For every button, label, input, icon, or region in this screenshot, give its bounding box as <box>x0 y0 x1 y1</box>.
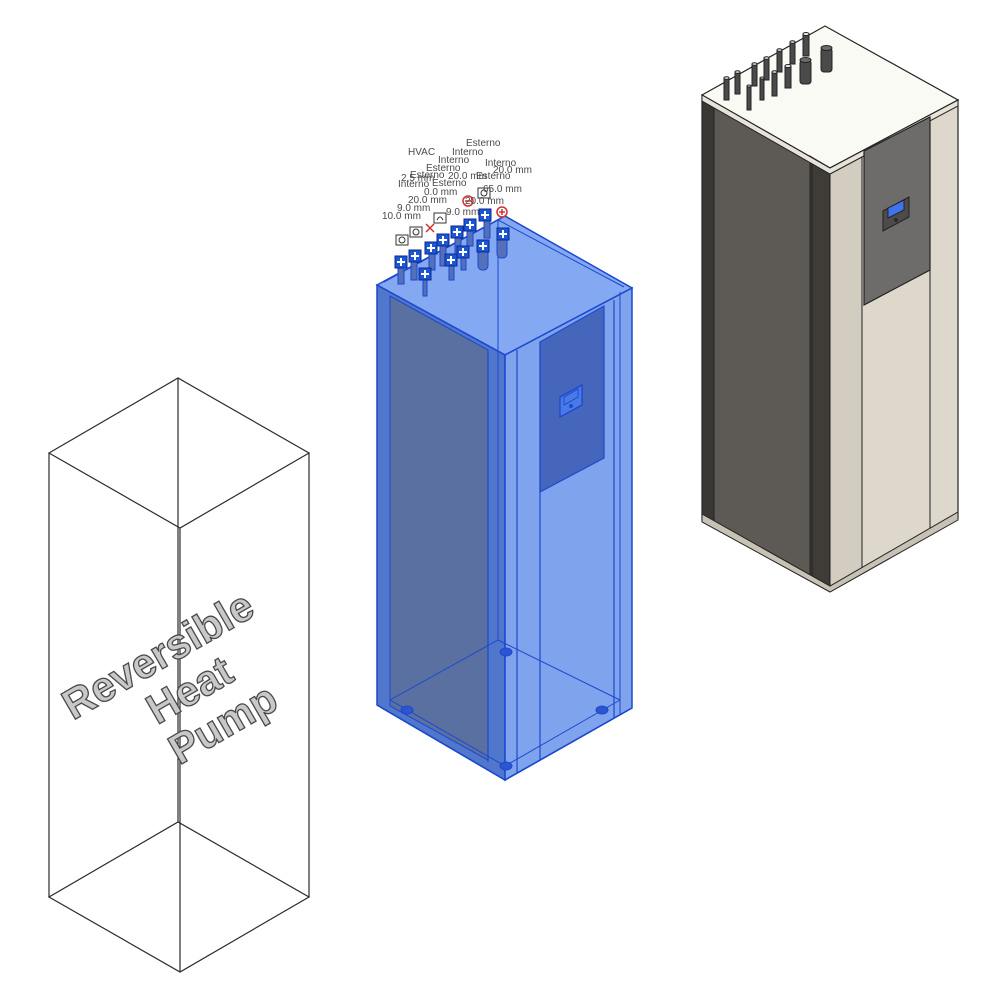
foot <box>595 705 609 715</box>
wireframe-3d-label: Reversible Heat Pump <box>53 581 285 774</box>
selected-heat-pump-model[interactable]: Esterno HVAC Interno Interno Interno 20.… <box>375 138 634 782</box>
pipe-connectors[interactable] <box>397 217 508 297</box>
foot <box>499 647 513 657</box>
connector-label: Interno <box>452 147 484 158</box>
connector-label: HVAC <box>408 147 435 158</box>
foot <box>499 761 513 771</box>
connector-label: 9.0 mm <box>397 203 430 214</box>
connector-label: 65.0 mm <box>483 184 522 195</box>
display-icon <box>559 383 583 419</box>
selected-side-panel <box>389 295 489 761</box>
connector-label: Interno <box>438 155 470 166</box>
connector-label: 9.0 mm <box>446 207 479 218</box>
connector-label: 20.0 mm <box>493 165 532 176</box>
connector-label: Interno <box>398 179 430 190</box>
connector-label: Esterno <box>426 163 461 174</box>
connector-label: Esterno <box>476 171 511 182</box>
rendered-pipe-connectors <box>723 32 833 111</box>
connector-label: Interno <box>485 158 517 169</box>
rendered-heat-pump-model[interactable] <box>700 25 960 593</box>
connector-label: 20.0 mm <box>465 196 504 207</box>
connector-label: Esterno <box>466 138 501 149</box>
connector-label: 0.0 mm <box>424 187 457 198</box>
connector-glyphs[interactable] <box>394 187 510 281</box>
connector-label: Esterno <box>432 178 467 189</box>
display-screen-icon[interactable] <box>882 196 910 232</box>
wireframe-top-face <box>47 377 311 529</box>
foot <box>400 705 414 715</box>
connector-label: 20.0 mm <box>408 195 447 206</box>
wireframe-heat-pump-model[interactable] <box>47 377 311 973</box>
connector-label: 20.0 mm <box>448 171 487 182</box>
connector-label: 2.5 mm <box>401 173 434 184</box>
wireframe-bottom-face <box>47 821 311 973</box>
connector-label: 10.0 mm <box>382 211 421 222</box>
connector-label: Esterno <box>410 170 445 181</box>
connector-labels: Esterno HVAC Interno Interno Interno 20.… <box>382 138 532 222</box>
